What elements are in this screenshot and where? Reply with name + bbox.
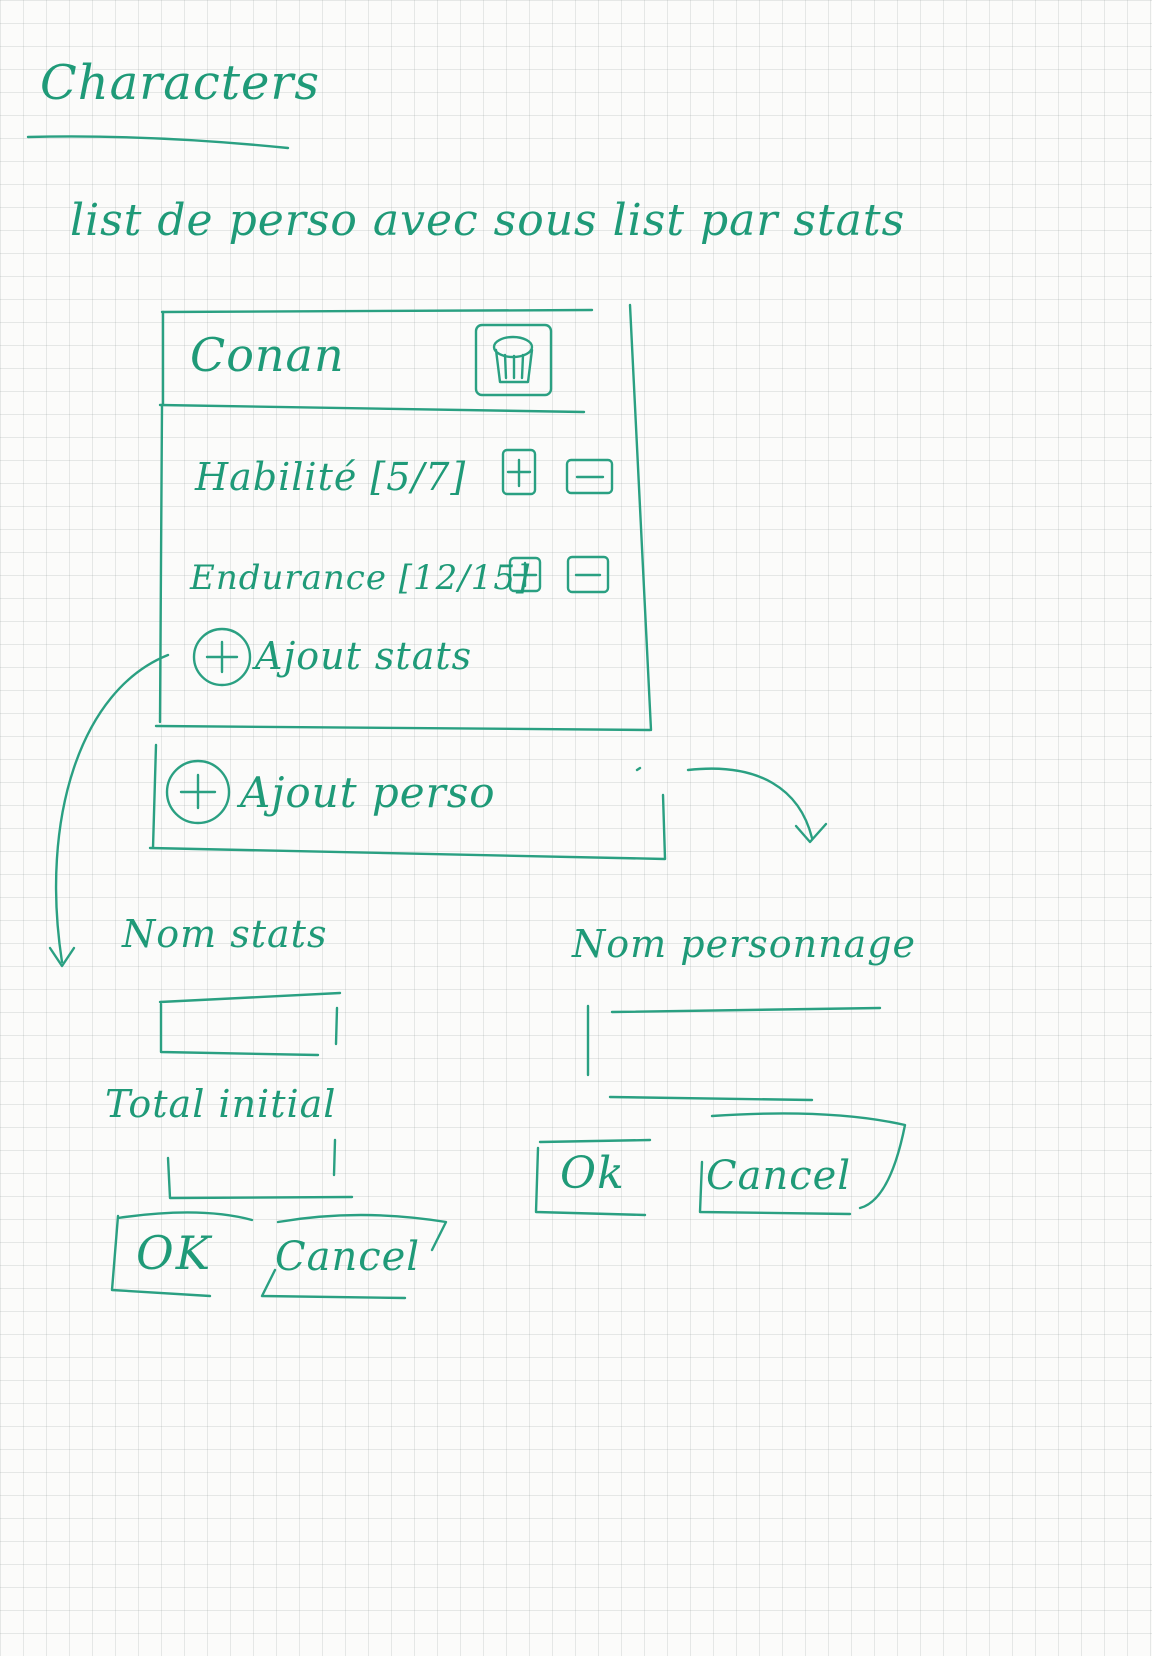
stat-row: Habilité [5/7] [160,450,620,510]
stat-label: Endurance [12/15] [190,558,531,598]
character-name: Conan [190,328,345,382]
stat-name-input[interactable] [161,995,341,1055]
character-name-input[interactable] [588,1008,868,1098]
character-ok-label: Ok [560,1148,625,1199]
add-stat-button[interactable]: Ajout stats [190,628,490,688]
page-title: Characters [40,55,320,111]
stat-form: Nom stats Total initial OK Cancel [100,900,460,1310]
stat-name-label: Nom stats [122,912,328,956]
character-cancel-button[interactable]: Cancel [700,1115,910,1215]
page-subtitle: list de perso avec sous list par stats [70,195,906,246]
add-character-button[interactable]: Ajout perso [165,760,505,826]
character-form: Nom personnage Ok Cancel [560,900,930,1240]
plus-icon[interactable] [510,558,540,591]
stat-cancel-button[interactable]: Cancel [265,1218,450,1298]
add-stat-label: Ajout stats [255,634,473,678]
stat-row: Endurance [12/15] [160,550,620,610]
character-ok-button[interactable]: Ok [538,1140,648,1216]
title-underline [26,135,290,150]
arrow-to-character-form [686,767,814,840]
stat-label: Habilité [5/7] [195,455,467,499]
minus-icon[interactable] [568,557,608,592]
character-card: Conan Habilité [5/7] Endurance [12/15] A… [160,310,650,850]
stat-ok-label: OK [136,1226,213,1280]
stat-cancel-label: Cancel [275,1234,421,1280]
minus-icon[interactable] [567,460,612,493]
character-name-label: Nom personnage [572,922,917,966]
initial-total-label: Total initial [105,1082,337,1126]
stat-ok-button[interactable]: OK [114,1218,224,1294]
initial-total-input[interactable] [168,1140,352,1198]
trash-icon[interactable] [476,325,551,395]
character-cancel-label: Cancel [706,1153,852,1199]
add-character-label: Ajout perso [240,768,496,817]
plus-icon[interactable] [503,450,535,494]
